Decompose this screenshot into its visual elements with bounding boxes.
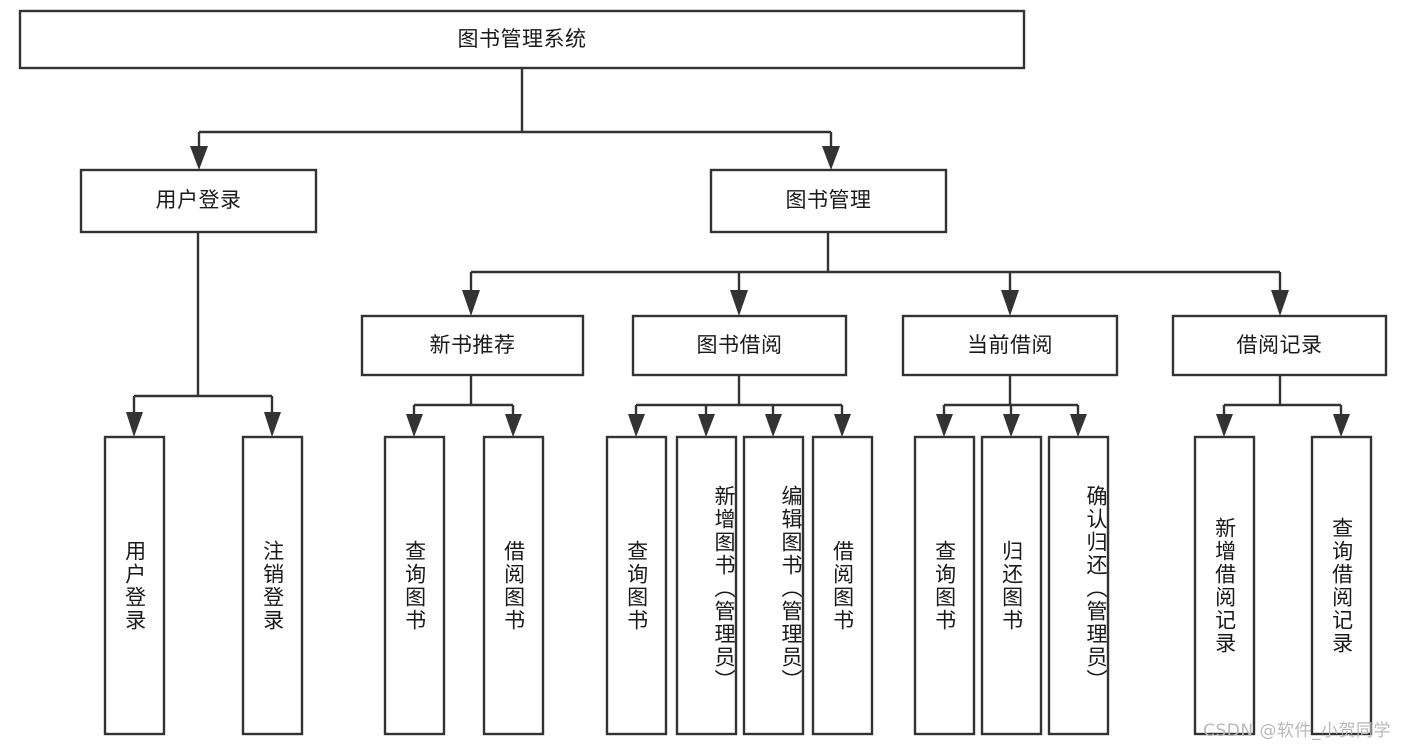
- watermark-text: CSDN @软件_小贺同学: [1203, 721, 1391, 741]
- connector-root-to-bus: [197, 68, 833, 146]
- arrow-to-leaf-return-book: [1003, 414, 1020, 437]
- connector-current-borrow-to-leaves: [942, 375, 1080, 414]
- connector-book-borrow-to-leaves: [634, 375, 844, 414]
- arrow-to-book-mgmt: [822, 146, 840, 170]
- node-box-leaf-logout[interactable]: [241, 435, 304, 736]
- node-box-leaf-return-book[interactable]: [980, 435, 1043, 736]
- arrow-to-current-borrow: [1001, 290, 1019, 316]
- arrow-to-leaf-user-login: [126, 412, 143, 437]
- arrow-to-borrow-records: [1271, 290, 1289, 316]
- arrow-to-leaf-query-record: [1333, 414, 1350, 437]
- node-box-leaf-query-book-a[interactable]: [383, 435, 446, 736]
- node-box-leaf-query-book-c[interactable]: [913, 435, 976, 736]
- node-box-leaf-add-book[interactable]: [675, 435, 738, 736]
- node-box-borrow-records[interactable]: [1171, 314, 1388, 377]
- node-box-leaf-borrow-book-b[interactable]: [811, 435, 874, 736]
- connector-new-book-to-leaves: [412, 375, 515, 414]
- node-box-leaf-confirm-return[interactable]: [1047, 435, 1110, 736]
- node-box-book-borrow[interactable]: [631, 314, 848, 377]
- node-box-leaf-query-record[interactable]: [1310, 435, 1373, 736]
- connector-user-login-to-leaves: [132, 232, 274, 412]
- arrow-to-leaf-borrow-book-a: [505, 414, 522, 437]
- arrow-to-leaf-query-book-a: [406, 414, 423, 437]
- arrow-to-new-book-recommend: [462, 290, 480, 316]
- arrow-to-leaf-logout: [264, 412, 281, 437]
- arrow-to-book-borrow: [730, 290, 748, 316]
- node-box-user-login[interactable]: [79, 168, 318, 234]
- node-box-current-borrow[interactable]: [901, 314, 1119, 377]
- arrow-to-user-login: [190, 146, 208, 170]
- connector-book-mgmt-to-level3: [469, 232, 1282, 290]
- arrow-to-leaf-query-book-c: [936, 414, 953, 437]
- arrow-to-leaf-borrow-book-b: [834, 414, 851, 437]
- node-box-leaf-edit-book[interactable]: [742, 435, 805, 736]
- node-box-leaf-add-record[interactable]: [1193, 435, 1256, 736]
- node-box-book-management[interactable]: [709, 168, 948, 234]
- node-box-new-book-recommend[interactable]: [360, 314, 585, 377]
- node-box-root[interactable]: [18, 9, 1026, 70]
- arrow-to-leaf-add-record: [1216, 414, 1233, 437]
- node-box-leaf-borrow-book-a[interactable]: [482, 435, 545, 736]
- arrow-to-leaf-query-book-b: [628, 414, 645, 437]
- arrow-to-leaf-edit-book: [765, 414, 782, 437]
- node-box-leaf-user-login[interactable]: [103, 435, 166, 736]
- arrow-to-leaf-confirm-return: [1070, 414, 1087, 437]
- arrow-to-leaf-add-book: [698, 414, 715, 437]
- connector-borrow-records-to-leaves: [1222, 375, 1343, 414]
- node-box-leaf-query-book-b[interactable]: [605, 435, 668, 736]
